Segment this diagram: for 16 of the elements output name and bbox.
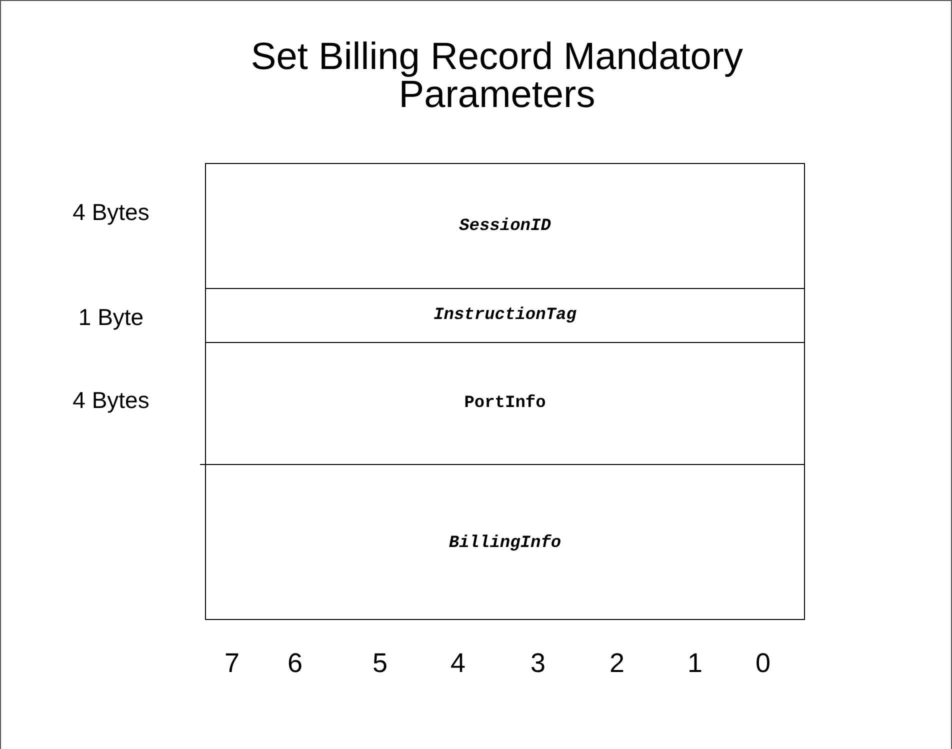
byte-size-label: 1 Byte	[77, 304, 145, 331]
byte-size-label: 4 Bytes	[72, 199, 150, 226]
bit-number: 4	[449, 648, 467, 679]
bit-number: 0	[754, 648, 772, 679]
field-name: PortInfo	[464, 394, 546, 413]
bit-number: 1	[686, 648, 704, 679]
bit-number: 3	[529, 648, 547, 679]
bit-number: 6	[286, 648, 304, 679]
field-name: InstructionTag	[434, 306, 576, 325]
field-name: BillingInfo	[448, 534, 562, 552]
field-name: SessionID	[459, 216, 551, 236]
byte-size-label: 4 Bytes	[72, 387, 150, 414]
bit-number: 7	[223, 648, 241, 679]
diagram-title: Set Billing Record Mandatory Parameters	[250, 38, 744, 114]
bit-number: 5	[371, 648, 389, 679]
bit-number: 2	[608, 648, 626, 679]
